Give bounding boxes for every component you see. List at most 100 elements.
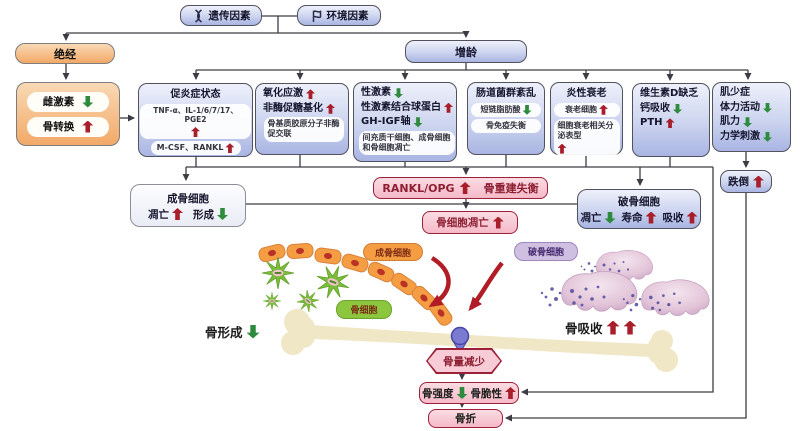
down-arrow-icon <box>413 117 423 128</box>
factor-item: 短链脂肪酸 <box>471 102 541 117</box>
down-arrow-icon <box>82 95 94 108</box>
factor-line: 力学刺激 <box>720 131 772 144</box>
factor-line-text: 氧化应激 <box>263 88 303 99</box>
rankl-opg-label: RANKL/OPG <box>382 181 455 195</box>
down-arrow-icon <box>763 102 772 113</box>
factor-item: M-CSF、RANKL <box>150 141 241 156</box>
osteoclast-stats-box: 破骨细胞 凋亡 寿命 吸收 <box>577 189 701 229</box>
up-arrow-icon <box>505 387 516 399</box>
factor-box-inflammaging: 炎性衰老 衰老细胞 细胞衰老相关分泌表型 <box>550 82 623 156</box>
factor-item: 衰老细胞 <box>553 102 620 117</box>
aging-box: 增龄 <box>405 40 527 63</box>
genetic-factors-label: 遗传因素 <box>208 10 251 22</box>
rankl-opg-box: RANKL/OPG 骨重建失衡 <box>373 177 548 199</box>
remodeling-imbalance-label: 骨重建失衡 <box>483 182 539 195</box>
up-arrow-icon <box>686 211 698 224</box>
factor-line: PTH <box>640 117 675 130</box>
up-arrow-icon <box>191 127 200 137</box>
bone-strength-box: 骨强度 骨脆性 <box>419 382 519 404</box>
bone-turnover-label: 骨转换 <box>42 121 75 133</box>
osteoblast-stats-row: 凋亡 形成 <box>148 207 228 222</box>
factor-item: 间充质干细胞、成骨细胞和骨细胞凋亡 <box>358 130 455 156</box>
aging-label: 增龄 <box>455 45 477 59</box>
down-arrow-icon <box>456 387 468 399</box>
factor-item-text: M-CSF、RANKL <box>156 143 224 152</box>
factor-line-text: 非酶促糖基化 <box>263 102 323 114</box>
factor-line: GH-IGF轴 <box>361 116 423 129</box>
factor-line: 肌少症 <box>720 87 750 100</box>
up-arrow-icon <box>459 182 471 194</box>
apoptosis-stat: 凋亡 <box>581 210 616 225</box>
menopause-label: 绝经 <box>54 47 76 61</box>
factor-line-text: 性激素 <box>361 87 391 98</box>
factor-box-sarcopenia: 肌少症 体力活动 肌力 力学刺激 <box>712 82 791 152</box>
up-arrow-icon <box>306 89 315 100</box>
factor-line: 肌力 <box>720 116 752 129</box>
osteocyte-apoptosis-label: 骨细胞凋亡 <box>436 217 489 229</box>
up-arrow-icon <box>557 143 567 154</box>
bone-fragility-label: 骨脆性 <box>470 387 503 400</box>
down-arrow-icon <box>217 208 228 220</box>
factor-line-text: 力学刺激 <box>720 130 760 142</box>
factor-line: 非酶促糖基化 <box>263 103 335 116</box>
lifespan-stat: 寿命 <box>622 210 657 225</box>
factor-line-text: 体力活动 <box>720 101 760 113</box>
menopause-effects-box: 雌激素 骨转换 <box>16 82 120 146</box>
factor-item-text: 骨基质胶原分子非酶促交联 <box>267 119 340 139</box>
up-arrow-icon <box>492 216 504 229</box>
factor-line-text: 维生素D缺乏 <box>640 88 699 99</box>
estrogen-item: 雌激素 <box>27 91 109 112</box>
factor-box-inflammation: 促炎症状态 TNF-α、IL-1/6/7/17、PGE2 M-CSF、RANKL <box>138 83 253 157</box>
factor-item: 骨基质胶原分子非酶促交联 <box>263 117 344 142</box>
bone-formation-label: 骨形成 <box>205 322 260 341</box>
up-arrow-icon <box>665 118 675 129</box>
down-arrow-icon <box>763 131 772 142</box>
up-arrow-icon <box>753 175 764 188</box>
falls-box: 跌倒 <box>720 170 772 193</box>
factor-item-text: TNF-α、IL-1/6/7/17、PGE2 <box>153 105 238 125</box>
factor-box-gut-microbiota: 肠道菌群紊乱 短链脂肪酸 骨免疫失衡 <box>467 82 545 155</box>
up-arrow-icon <box>623 320 637 335</box>
down-arrow-icon <box>394 88 403 99</box>
up-arrow-icon <box>645 211 657 224</box>
down-arrow-icon <box>743 117 752 128</box>
environment-factors-box: 环境因素 <box>297 5 381 26</box>
up-arrow-icon <box>599 104 608 115</box>
factor-item-text: 衰老细胞 <box>565 104 597 114</box>
factor-title: 肠道菌群紊乱 <box>476 88 536 99</box>
osteoblast-stats-title: 成骨细胞 <box>167 192 209 205</box>
factor-line: 氧化应激 <box>263 88 315 101</box>
bone-illustration <box>281 309 678 372</box>
menopause-box: 绝经 <box>15 43 115 64</box>
environment-factors-label: 环境因素 <box>326 10 369 22</box>
osteoclast-cell-label: 破骨细胞 <box>514 242 578 261</box>
estrogen-label: 雌激素 <box>42 96 75 108</box>
up-arrow-icon <box>444 102 453 113</box>
factor-box-vitamin-d: 维生素D缺乏 钙吸收 PTH <box>632 83 710 157</box>
up-arrow-icon <box>606 320 620 335</box>
factor-item-text: 骨免疫失衡 <box>486 120 526 130</box>
factor-line-text: 性激素结合球蛋白 <box>361 101 441 113</box>
resorption-stat: 吸收 <box>663 210 698 225</box>
factor-line-text: 钙吸收 <box>640 102 670 114</box>
falls-label: 跌倒 <box>728 176 749 188</box>
dna-icon <box>194 8 202 23</box>
bone-pin-icon <box>450 326 470 354</box>
connector-wires <box>62 15 752 422</box>
factor-item: 细胞衰老相关分泌表型 <box>553 118 620 156</box>
factor-line: 维生素D缺乏 <box>640 88 698 101</box>
factor-box-oxidative-stress: 氧化应激 非酶促糖基化 骨基质胶原分子非酶促交联 <box>255 83 349 155</box>
environment-icon <box>312 9 321 22</box>
osteoblast-cell-label: 成骨细胞 <box>363 243 423 261</box>
fracture-label: 骨折 <box>455 413 476 425</box>
osteoblast-stats-box: 成骨细胞 凋亡 形成 <box>130 184 246 227</box>
formation-stat: 形成 <box>193 207 228 222</box>
bone-resorption-label: 骨吸收 <box>565 318 637 337</box>
factor-item-text: 细胞衰老相关分泌表型 <box>557 120 614 141</box>
factor-box-sex-hormones: 性激素 性激素结合球蛋白 GH-IGF轴 间充质干细胞、成骨细胞和骨细胞凋亡 <box>353 82 457 162</box>
osteoclast-stats-row: 凋亡 寿命 吸收 <box>581 210 698 225</box>
down-arrow-icon <box>246 324 260 339</box>
genetic-factors-box: 遗传因素 <box>180 5 262 26</box>
